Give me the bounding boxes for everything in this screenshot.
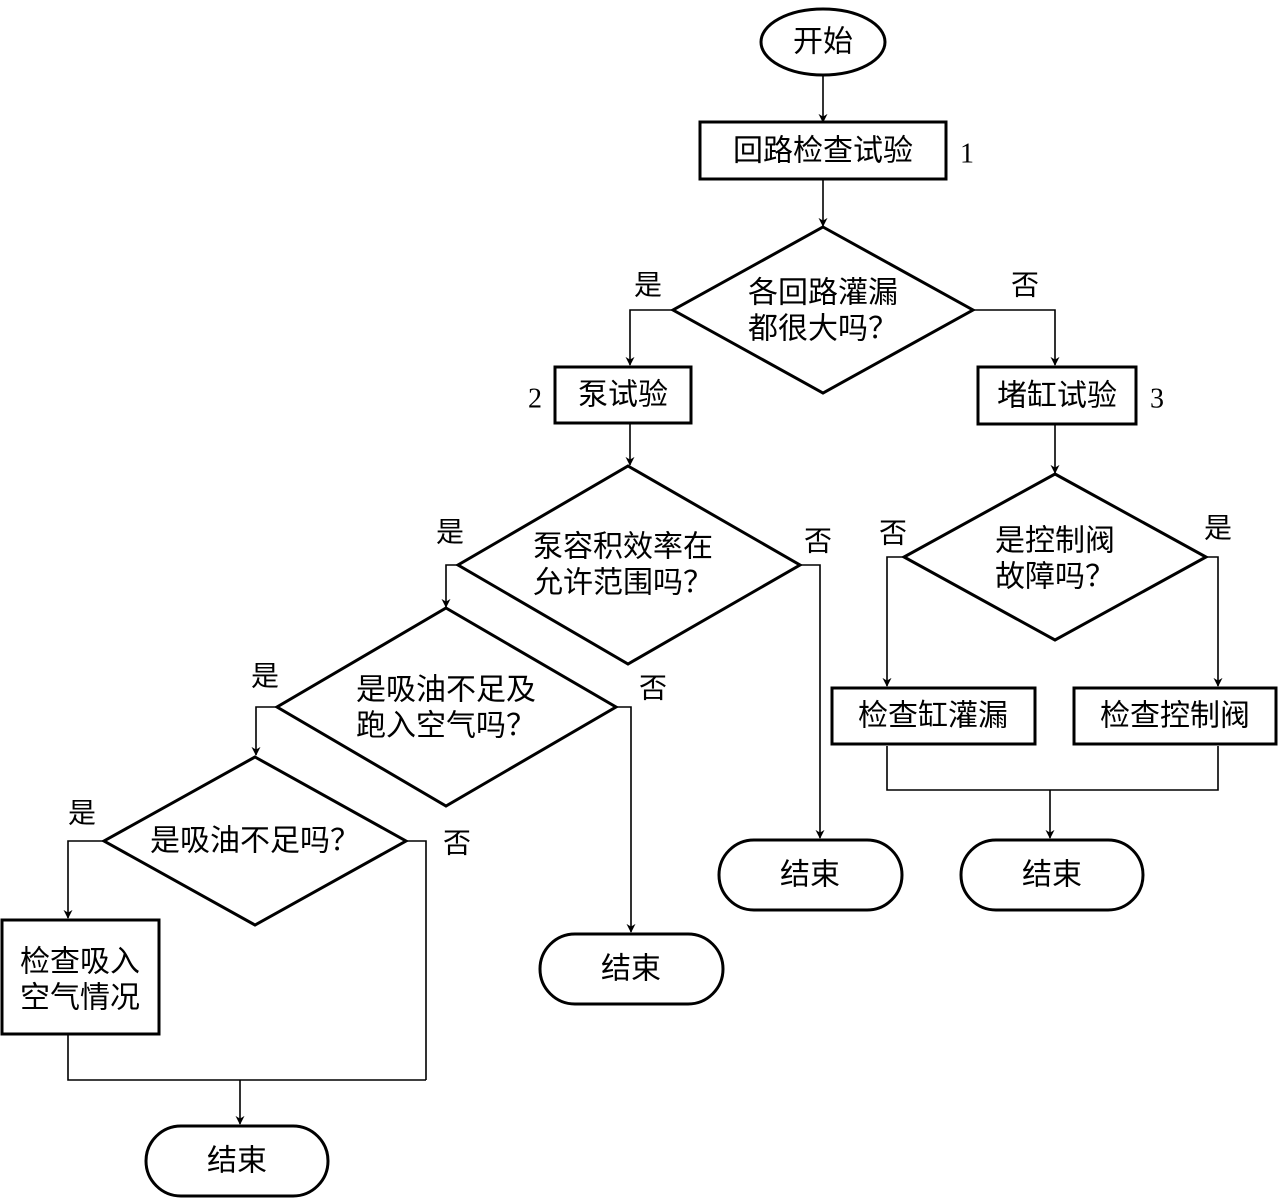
- check-valve-label: 检查控制阀: [1100, 699, 1250, 734]
- label-all-leak-no: 否: [1011, 269, 1039, 302]
- pump-test-label: 泵试验: [578, 378, 668, 413]
- edge-suction-yes: [63, 840, 104, 919]
- connectors: [63, 76, 1223, 1125]
- decision-suction-air: 是吸油不足及 跑入空气吗？: [274, 606, 619, 808]
- check-air-line2: 空气情况: [20, 981, 140, 1016]
- decision-suction-label: 是吸油不足吗？: [150, 824, 360, 859]
- decision-suction-air-line1: 是吸油不足及: [356, 673, 536, 708]
- decision-all-leak: 各回路灌漏 都很大吗？: [669, 225, 977, 395]
- end-label-3: 结束: [601, 952, 661, 987]
- decision-all-leak-line1: 各回路灌漏: [748, 276, 898, 311]
- end-node-checks: 结束: [959, 838, 1145, 912]
- check-valve-box: 检查控制阀: [1072, 686, 1278, 746]
- block-cyl-test-label: 堵缸试验: [997, 379, 1117, 414]
- decision-pump-eff: 泵容积效率在 允许范围吗？: [455, 464, 804, 666]
- edge-valve-fault-no: [882, 556, 904, 687]
- edge-suction-no: [406, 840, 427, 1080]
- loop-test-label: 回路检查试验: [733, 134, 913, 169]
- edge-suction-air-yes: [251, 706, 277, 756]
- edge-checks-merge: [886, 746, 1219, 791]
- decision-suction: 是吸油不足吗？: [100, 755, 410, 927]
- decision-valve-fault: 是控制阀 故障吗？: [900, 472, 1210, 642]
- decision-pump-eff-line2: 允许范围吗？: [533, 566, 713, 601]
- end-label-1: 结束: [780, 858, 840, 893]
- decision-pump-eff-line1: 泵容积效率在: [533, 530, 713, 565]
- start-label: 开始: [793, 25, 853, 60]
- label-suction-yes: 是: [68, 797, 96, 830]
- check-air-box: 检查吸入 空气情况: [0, 918, 161, 1036]
- decision-suction-air-line2: 跑入空气吗？: [356, 709, 536, 744]
- label-pump-eff-no: 否: [804, 525, 832, 558]
- decision-all-leak-line2: 都很大吗？: [748, 312, 898, 347]
- label-suction-air-yes: 是: [251, 660, 279, 693]
- end-node-suction-air: 结束: [538, 932, 725, 1006]
- edge-pump-eff-yes: [441, 564, 458, 608]
- check-cyl-leak-box: 检查缸灌漏: [830, 686, 1037, 746]
- step-number-3: 3: [1150, 384, 1164, 415]
- end-node-pump-eff: 结束: [717, 838, 904, 912]
- label-suction-air-no: 否: [639, 672, 667, 705]
- edge-check-air-merge: [67, 1035, 426, 1081]
- pump-test-box: 泵试验: [553, 365, 693, 425]
- end-label-2: 结束: [1022, 858, 1082, 893]
- decision-valve-fault-line1: 是控制阀: [995, 524, 1115, 559]
- edge-pump-eff-no: [800, 564, 825, 839]
- block-cyl-test-box: 堵缸试验: [976, 365, 1138, 426]
- label-valve-fault-no: 否: [879, 517, 907, 550]
- label-all-leak-yes: 是: [634, 269, 662, 302]
- step-number-2: 2: [528, 384, 542, 415]
- start-node: 开始: [759, 7, 887, 77]
- step-number-1: 1: [960, 139, 974, 170]
- end-node-suction: 结束: [144, 1124, 330, 1198]
- label-valve-fault-yes: 是: [1204, 512, 1232, 545]
- edge-all-leak-yes: [625, 309, 673, 366]
- edge-all-leak-no: [973, 309, 1060, 366]
- check-cyl-leak-label: 检查缸灌漏: [858, 699, 1008, 734]
- label-suction-no: 否: [443, 827, 471, 860]
- loop-test-box: 回路检查试验: [698, 120, 948, 181]
- decision-valve-fault-line2: 故障吗？: [995, 560, 1115, 595]
- edge-suction-air-no: [616, 706, 636, 933]
- end-label-4: 结束: [207, 1144, 267, 1179]
- edge-valve-fault-yes: [1206, 556, 1223, 687]
- label-pump-eff-yes: 是: [436, 516, 464, 549]
- check-air-line1: 检查吸入: [20, 945, 140, 980]
